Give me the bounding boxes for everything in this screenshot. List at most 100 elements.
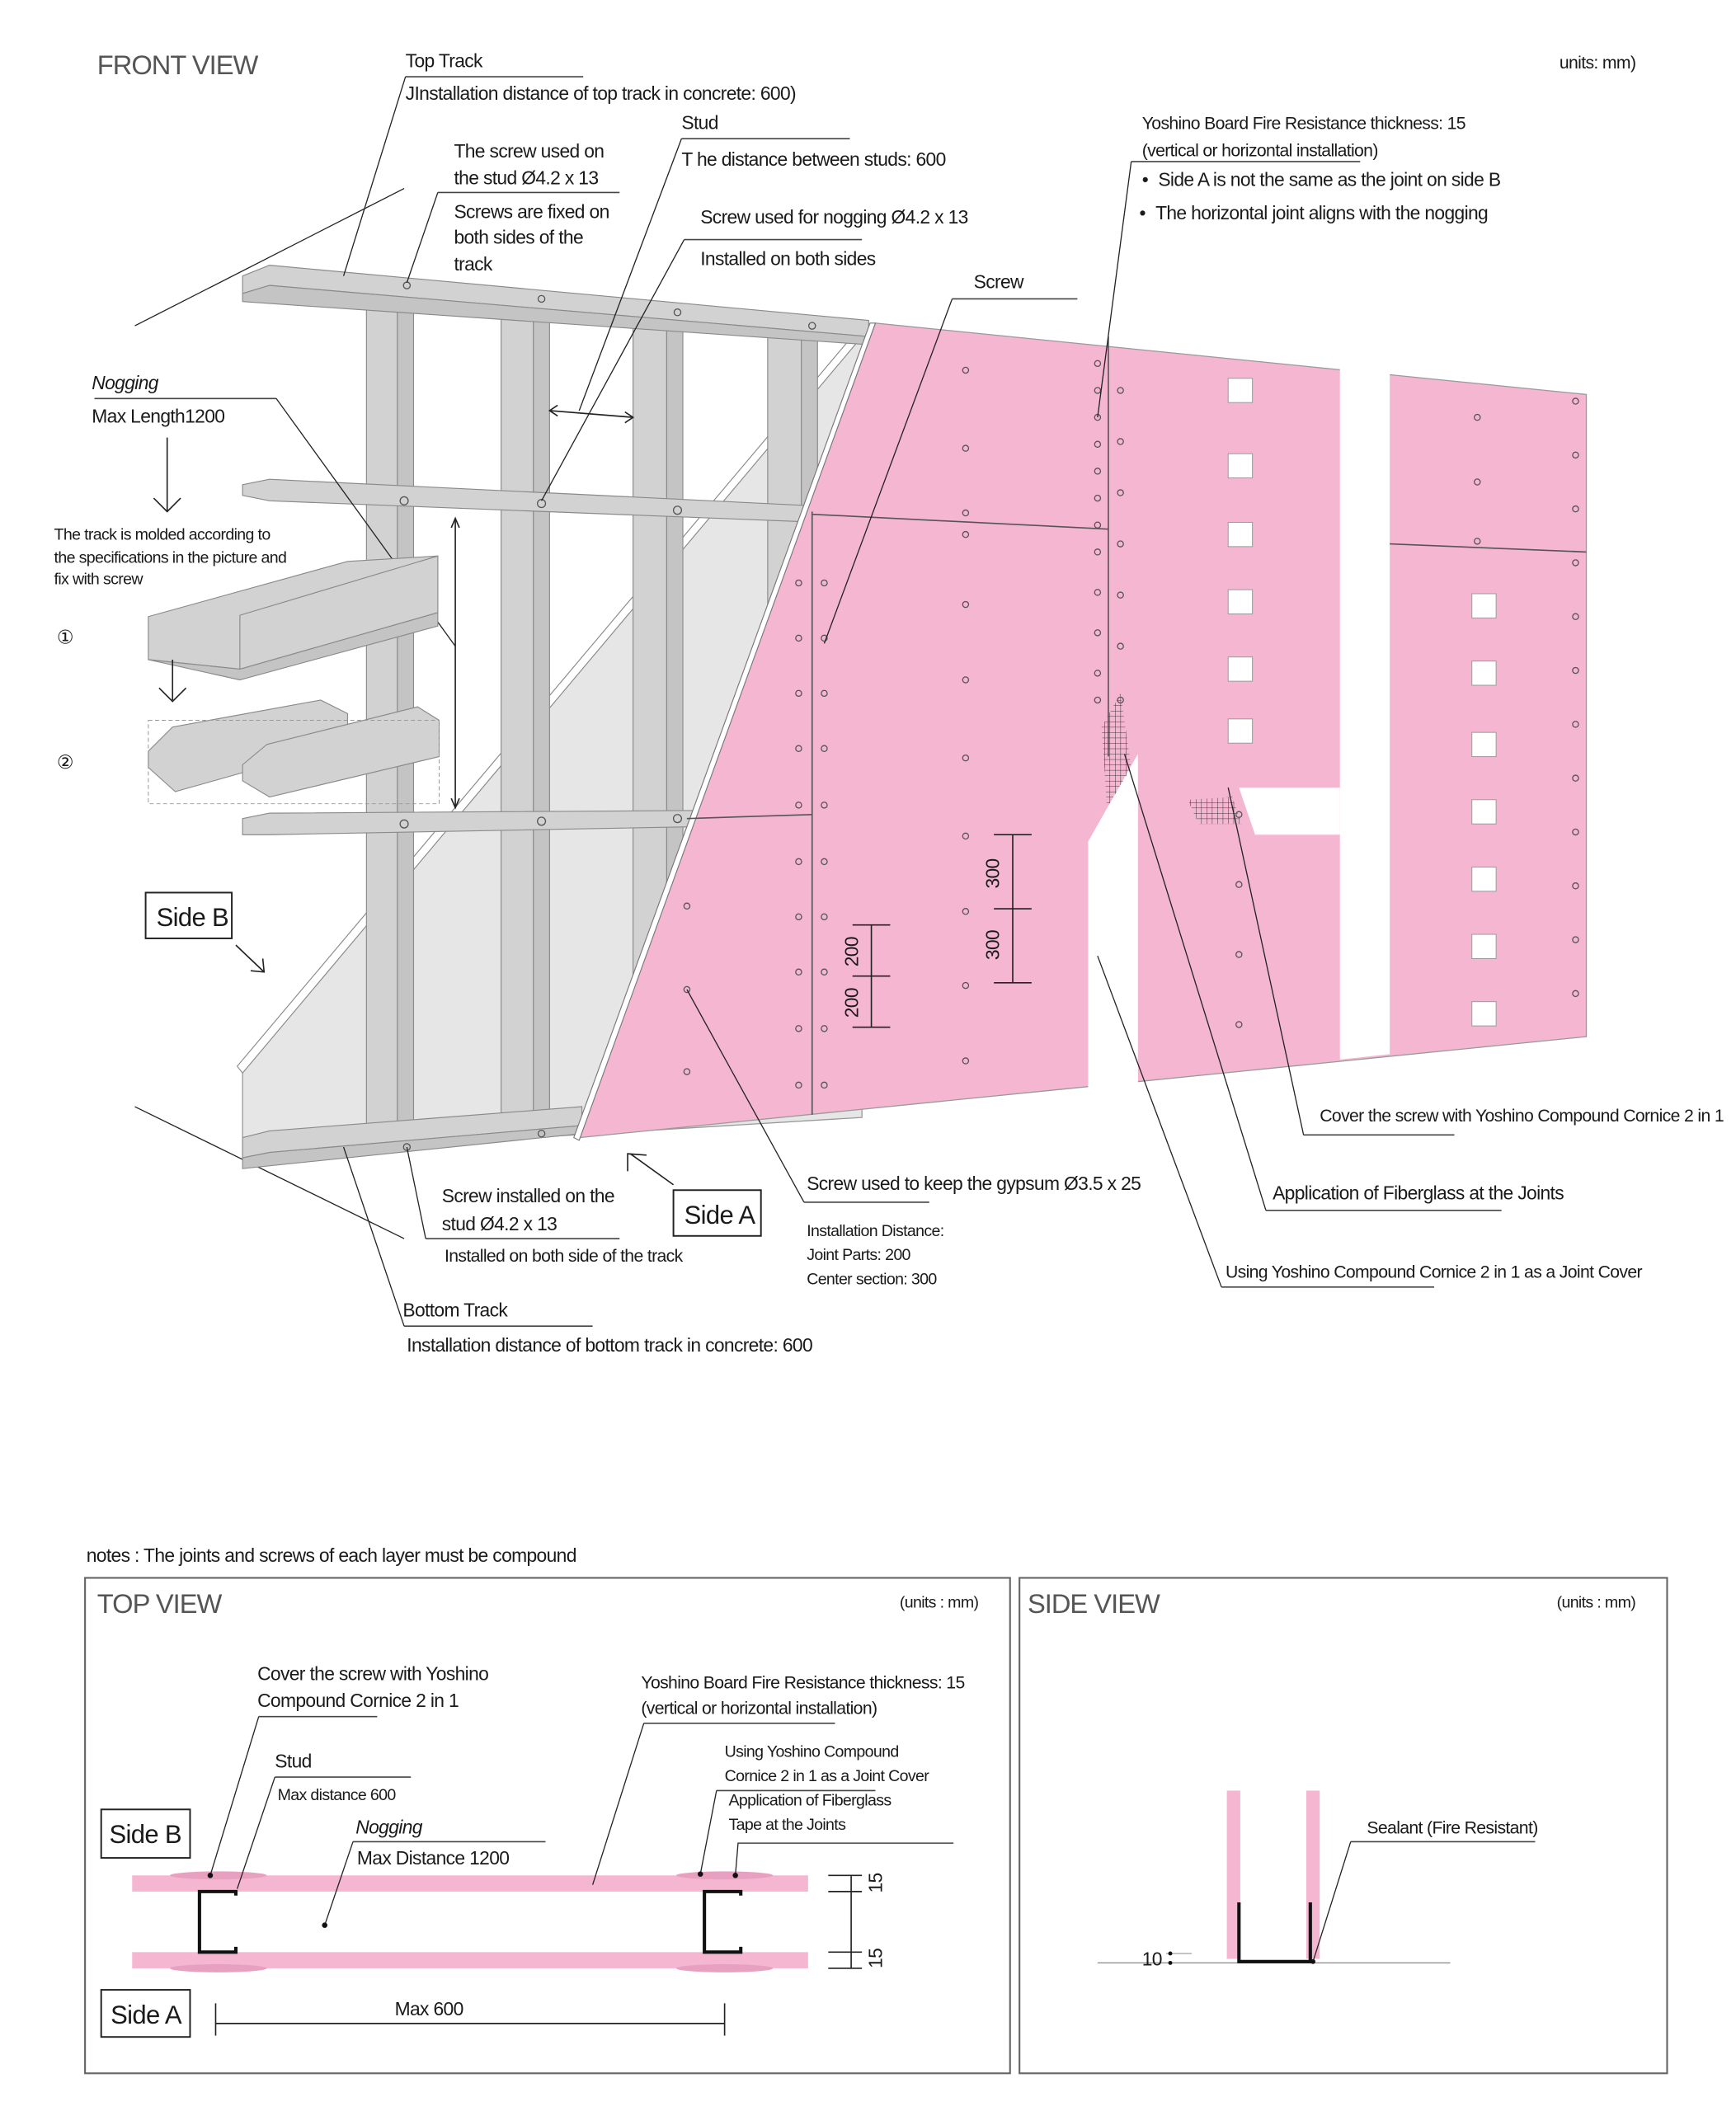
screw-icon <box>537 1129 546 1138</box>
gypsum-screw-detail: Center section: 300 <box>807 1271 937 1289</box>
side-a-label: Side A <box>685 1201 756 1229</box>
gap-label: 10 <box>1142 1949 1162 1970</box>
side-a-board-edge <box>573 322 877 1141</box>
joint-cover-label: Cornice 2 in 1 as a Joint Cover <box>725 1767 930 1785</box>
top-track-label: Top Track <box>406 50 483 72</box>
cover-screw-label: Cover the screw with Yoshino Compound Co… <box>1320 1107 1724 1126</box>
screw-icon <box>537 816 547 826</box>
stud-section <box>197 1889 743 1954</box>
joint-cover-label: Using Yoshino Compound Cornice 2 in 1 as… <box>1226 1262 1643 1281</box>
compound-cover <box>675 1871 774 1880</box>
screw-icon <box>1572 882 1579 890</box>
bottom-track-section <box>1237 1902 1312 1963</box>
track-molded-text: fix with screw <box>54 571 144 589</box>
screw-icon <box>962 832 970 840</box>
screw-icon <box>683 1068 691 1075</box>
nogging-detail: Max Length1200 <box>92 406 224 427</box>
step-2-marker: ② <box>57 751 73 773</box>
screw-icon <box>808 322 816 330</box>
step-1-marker: ① <box>57 626 73 647</box>
compound-patch <box>1471 933 1497 959</box>
arrow-icon <box>629 1153 675 1186</box>
leader-line <box>686 989 805 1203</box>
compound-patch <box>1227 589 1254 614</box>
stud-detail: T he distance between studs: 600 <box>681 148 945 170</box>
compound-patch <box>1471 593 1497 618</box>
screw-icon <box>1094 360 1102 368</box>
leader-line <box>699 1790 717 1874</box>
screw-icon <box>962 600 970 609</box>
screw-icon <box>1572 451 1579 459</box>
leader-dot <box>1310 1958 1316 1964</box>
screw-icon <box>402 1143 412 1151</box>
units-label: (units : mm) <box>1557 1593 1636 1611</box>
thickness-label: 15 <box>865 1873 887 1892</box>
fiberglass-mesh <box>1101 693 1131 808</box>
board-gap-horizontal <box>1239 788 1340 835</box>
leader-line <box>406 1146 426 1239</box>
track-shape-step-2 <box>148 699 440 805</box>
side-a-label: Side A <box>111 2001 182 2029</box>
arrowhead-icon <box>548 404 635 424</box>
board-joint <box>812 513 1108 530</box>
board-joint <box>1390 543 1587 553</box>
board-note: The horizontal joint aligns with the nog… <box>1155 202 1488 223</box>
side-b-label: Side B <box>157 903 228 932</box>
screw-icon <box>1094 696 1102 704</box>
fiberglass-mesh <box>1188 797 1242 825</box>
leader-dot <box>322 1922 327 1928</box>
leader-line <box>1097 161 1132 418</box>
side-view-title: SIDE VIEW <box>1028 1588 1160 1619</box>
track-molded-text: The track is molded according to <box>54 526 271 544</box>
stud-detail: Max distance 600 <box>278 1786 397 1804</box>
screw-icon <box>821 634 828 642</box>
leader-line <box>342 1146 405 1327</box>
screw-icon <box>1094 589 1102 596</box>
compound-cover <box>169 1871 267 1880</box>
screw-icon <box>1474 538 1481 545</box>
leader-line <box>823 299 953 644</box>
leader-dot <box>732 1873 738 1878</box>
fiberglass-label: Tape at the Joints <box>729 1816 847 1834</box>
gypsum-screw-detail: Joint Parts: 200 <box>807 1246 910 1264</box>
bottom-track-detail: Installation distance of bottom track in… <box>407 1334 812 1356</box>
screw-icon <box>1117 387 1124 394</box>
screw-icon <box>795 1025 802 1032</box>
board-gap-wedge <box>1088 754 1138 1088</box>
stud-screw-detail: both sides of the <box>454 227 583 248</box>
perspective-line <box>134 1106 405 1239</box>
side-b-board <box>132 1875 808 1892</box>
screw-icon <box>795 634 802 642</box>
cover-screw-label: Compound Cornice 2 in 1 <box>257 1690 459 1711</box>
track-shape-step-1 <box>148 555 439 681</box>
side-b-board <box>1226 1790 1240 1959</box>
screw-icon <box>795 745 802 752</box>
screw-icon <box>1572 397 1579 405</box>
screw-icon <box>1094 387 1102 394</box>
compound-patch <box>1471 1001 1497 1027</box>
notes-text: notes : The joints and screws of each la… <box>87 1544 576 1566</box>
stud-spacing-arrow <box>549 410 633 418</box>
units-label: (units : mm) <box>900 1593 979 1611</box>
stud <box>501 298 534 1131</box>
top-view-frame <box>84 1577 1011 2075</box>
screw-icon <box>1235 811 1243 818</box>
leader-line <box>236 1776 275 1889</box>
leader-line <box>1312 1841 1352 1962</box>
screw-icon <box>537 294 546 303</box>
screw-icon <box>399 496 409 505</box>
screw-icon <box>537 499 547 509</box>
screw-icon <box>795 579 802 587</box>
screw-icon <box>1094 629 1102 637</box>
screw-icon <box>1117 438 1124 445</box>
screw-icon <box>821 745 828 752</box>
dimension-label: 300 <box>982 930 1004 960</box>
max-600-dimension: Max 600 <box>214 1998 726 2036</box>
thickness-label: 15 <box>865 1949 887 1968</box>
nogging-label: Nogging <box>92 372 158 393</box>
stud-label: Stud <box>681 112 717 134</box>
screw-icon <box>795 913 802 921</box>
stud-screw-label: The screw used on <box>454 140 604 162</box>
dimension-label: 300 <box>982 858 1004 888</box>
screw-icon <box>1572 936 1579 943</box>
